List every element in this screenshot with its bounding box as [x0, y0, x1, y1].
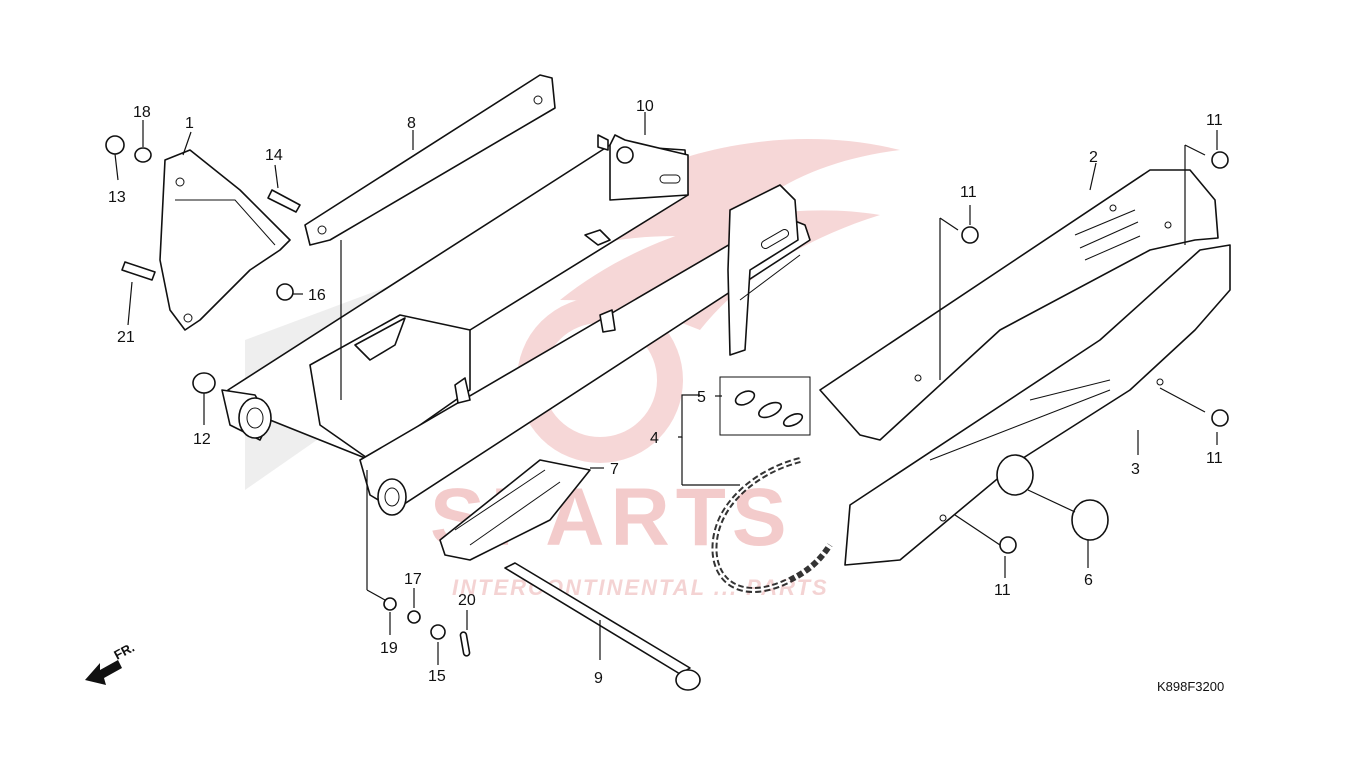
pin-20-icon [459, 631, 471, 657]
swingarm-pivot [221, 389, 272, 441]
part-5-master-link [719, 376, 811, 436]
leader-lines [114, 112, 1218, 665]
part-2-upper-chain-case [819, 169, 1219, 441]
washer-18-icon [134, 147, 152, 163]
callout-13: 13 [108, 189, 126, 206]
nut-16-icon [276, 283, 294, 301]
part-4-chain [711, 457, 833, 593]
callout-11-a: 11 [1206, 112, 1223, 129]
callout-labels: 1 2 3 4 5 6 7 8 9 10 11 11 11 11 12 13 1… [108, 98, 1223, 687]
part-6-cap [1071, 499, 1109, 541]
callout-9: 9 [594, 670, 603, 687]
callout-5: 5 [697, 389, 706, 406]
callout-11-b: 11 [960, 184, 977, 201]
callout-16: 16 [308, 287, 326, 304]
callout-11-d: 11 [994, 582, 1011, 599]
bolt-11-a-icon [1211, 151, 1229, 169]
hardware-bolts-nuts [105, 135, 1229, 657]
callout-3: 3 [1131, 461, 1140, 478]
callout-4: 4 [650, 430, 659, 447]
part-1-cover [159, 149, 291, 331]
bolt-14-icon [267, 189, 301, 213]
callout-11-c: 11 [1206, 450, 1223, 467]
callout-14: 14 [265, 147, 283, 164]
nut-15-icon [430, 624, 446, 640]
bolt-11-b-icon [961, 226, 979, 244]
callout-17: 17 [404, 571, 422, 588]
bolt-11-c-icon [1211, 409, 1229, 427]
part-8-strip [304, 74, 556, 246]
bolt-13-icon [105, 135, 125, 155]
bolt-11-d-icon [999, 536, 1017, 554]
callout-21: 21 [117, 329, 135, 346]
bolt-21-icon [121, 261, 156, 281]
direction-label: FR. [111, 640, 137, 663]
part-7-chain-guide [439, 459, 591, 561]
callout-10: 10 [636, 98, 654, 115]
callout-2: 2 [1089, 149, 1098, 166]
front-direction-indicator: FR. [85, 640, 137, 685]
callout-8: 8 [407, 115, 416, 132]
front-arrow-icon [85, 660, 122, 685]
washer-17-icon [407, 610, 421, 624]
callout-6: 6 [1084, 572, 1093, 589]
collar-12-icon [192, 372, 216, 394]
part-9-axle [504, 562, 701, 691]
callout-15: 15 [428, 668, 446, 685]
callout-12: 12 [193, 431, 211, 448]
washer-19-icon [383, 597, 397, 611]
swingarm-lower-arm [359, 184, 811, 516]
callout-18: 18 [133, 104, 151, 121]
diagram-code: K898F3200 [1157, 679, 1224, 694]
part-10-swingarm [227, 134, 689, 461]
callout-1: 1 [185, 115, 194, 132]
callout-19: 19 [380, 640, 398, 657]
callout-7: 7 [610, 461, 619, 478]
callout-20: 20 [458, 592, 476, 609]
part-3-lower-chain-case [844, 244, 1231, 566]
